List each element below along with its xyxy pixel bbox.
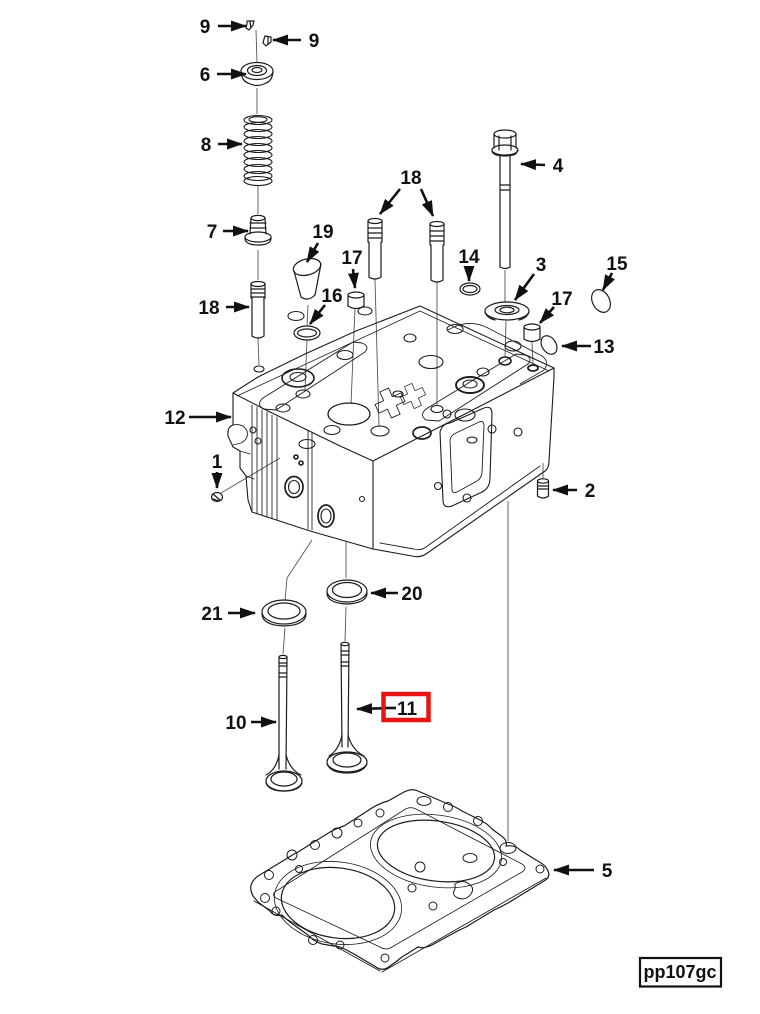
- valve-spring: [243, 114, 273, 187]
- front-face-ribs: [251, 404, 313, 531]
- valve-stem-seal: [244, 214, 272, 246]
- callout-label-1: 1: [212, 452, 223, 473]
- callout-label-12: 12: [164, 408, 185, 429]
- valve-11: [326, 641, 368, 774]
- head-gasket: [250, 789, 550, 973]
- callout-9-lower: 9: [272, 31, 320, 52]
- callout-label-18b: 18: [400, 168, 421, 189]
- callout-label-13: 13: [593, 337, 614, 358]
- callout-label-4: 4: [553, 156, 564, 177]
- callout-6: 6: [200, 65, 247, 86]
- callout-8: 8: [201, 135, 243, 156]
- callout-label-11: 11: [397, 699, 418, 720]
- callout-4: 4: [520, 156, 564, 177]
- callout-10: 10: [225, 713, 277, 734]
- o-ring-16: [293, 325, 321, 341]
- valve-guide-top-left: [367, 217, 383, 280]
- callout-label-17b: 17: [551, 289, 572, 310]
- head-bolt: [491, 129, 519, 270]
- cup-plug-15: [591, 289, 611, 313]
- callout-label-2: 2: [585, 481, 596, 502]
- figure-code-text: pp107gc: [643, 962, 716, 982]
- valve-keeper-lower: [262, 35, 272, 47]
- valve-guide-left: [250, 280, 266, 339]
- callout-label-15: 15: [606, 254, 628, 275]
- figure-code-box: [638, 956, 723, 988]
- callout-label-21: 21: [201, 604, 223, 625]
- dowel-bushing-right: [523, 323, 541, 343]
- callout-label-16: 16: [321, 286, 342, 307]
- callout-label-17a: 17: [341, 248, 362, 269]
- callout-label-10: 10: [225, 713, 246, 734]
- callout-label-6: 6: [200, 65, 211, 86]
- callout-16: 16: [308, 286, 343, 325]
- callout-label-3: 3: [536, 255, 547, 276]
- callout-3: 3: [513, 255, 547, 301]
- cup-plug-13: [540, 335, 558, 355]
- washer-3: [484, 301, 530, 321]
- callout-5: 5: [553, 861, 613, 882]
- callout-label-20: 20: [401, 584, 422, 605]
- callout-20: 20: [370, 584, 423, 605]
- callout-18-left: 18: [198, 298, 250, 319]
- callout-13: 13: [561, 337, 615, 358]
- callout-7: 7: [207, 222, 249, 243]
- valve-guide-top-right: [429, 220, 445, 283]
- dowel-bushing-left: [347, 291, 365, 310]
- callout-label-8: 8: [201, 135, 212, 156]
- rocker-pedestal-left: [259, 341, 368, 411]
- callout-15: 15: [601, 254, 628, 291]
- callout-11-highlighted[interactable]: 11: [356, 691, 431, 723]
- callouts: 9 9 6 8 7 18 19 16: [164, 17, 628, 882]
- valve-seat-21: [261, 599, 307, 627]
- callout-label-18a: 18: [198, 298, 219, 319]
- valve-10: [265, 654, 303, 792]
- callout-label-9b: 9: [309, 31, 320, 52]
- callout-19: 19: [305, 222, 334, 263]
- callout-label-7: 7: [207, 222, 218, 243]
- callout-17-right: 17: [539, 289, 573, 324]
- callout-12: 12: [164, 408, 232, 429]
- valve-seat-20: [326, 579, 368, 605]
- callout-1: 1: [211, 452, 223, 489]
- valve-keeper-upper: [245, 20, 255, 31]
- rocker-pedestal-right: [422, 353, 531, 422]
- front-face-holes: [249, 426, 366, 528]
- callout-2: 2: [552, 481, 596, 502]
- o-ring-14: [459, 282, 481, 296]
- gasket-holes: [260, 796, 545, 963]
- callout-label-5: 5: [602, 861, 613, 882]
- callout-18-top: 18: [378, 168, 435, 217]
- assembly-leader-lines: [220, 29, 544, 841]
- callout-17-left: 17: [341, 248, 363, 289]
- figure-code: pp107gc: [638, 956, 723, 988]
- callout-14: 14: [458, 247, 480, 282]
- side-port-opening: [433, 406, 523, 508]
- callout-label-14: 14: [458, 247, 480, 268]
- injector-bosses: [374, 383, 426, 419]
- tappet-cup: [292, 257, 322, 300]
- callout-9-upper: 9: [200, 17, 247, 38]
- dowel-pin: [536, 478, 550, 499]
- callout-label-19: 19: [312, 222, 333, 243]
- cylinder-head: [227, 305, 555, 558]
- pipe-plug: [210, 491, 224, 503]
- callout-label-9a: 9: [200, 17, 211, 38]
- callout-21: 21: [201, 604, 256, 625]
